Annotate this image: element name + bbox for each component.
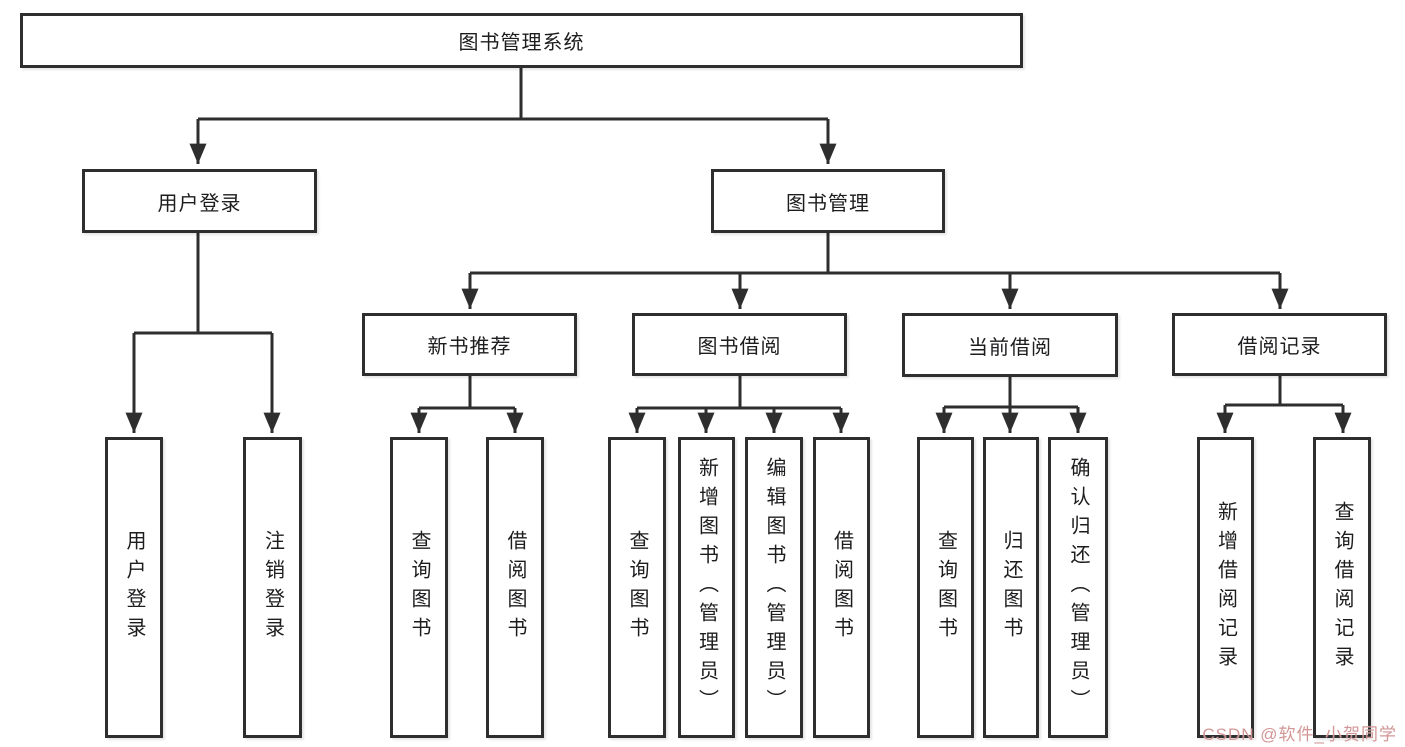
leaf-query-book-recommendation: 查询图书 <box>390 437 448 738</box>
leaf-logout-label: 注销登录 <box>261 529 284 646</box>
leaf-add-book-admin: 新增图书（管理员） <box>678 437 735 738</box>
leaf-borrow-book: 借阅图书 <box>813 437 870 738</box>
leaf-user-login: 用户登录 <box>105 437 163 738</box>
leaf-return-book-label: 归还图书 <box>1000 529 1022 646</box>
leaf-borrow-book-label: 借阅图书 <box>830 529 853 646</box>
node-user-login-label: 用户登录 <box>157 192 242 215</box>
leaf-return-book: 归还图书 <box>983 437 1039 738</box>
leaf-user-login-label: 用户登录 <box>123 529 145 646</box>
leaf-confirm-return-admin-label: 确认归还（管理员） <box>1067 457 1089 718</box>
node-root: 图书管理系统 <box>20 13 1023 68</box>
leaf-add-borrow-record-label: 新增借阅记录 <box>1214 500 1237 675</box>
node-root-label: 图书管理系统 <box>458 32 585 54</box>
node-borrowing-records-label: 借阅记录 <box>1237 336 1322 358</box>
leaf-query-book-current: 查询图书 <box>917 437 974 738</box>
leaf-confirm-return-admin: 确认归还（管理员） <box>1048 437 1108 738</box>
leaf-query-book-recommendation-label: 查询图书 <box>408 529 430 646</box>
node-current-borrowing: 当前借阅 <box>902 313 1118 377</box>
leaf-borrow-book-recommendation-label: 借阅图书 <box>504 529 526 646</box>
csdn-watermark: CSDN @软件_小贺同学 <box>1202 725 1397 744</box>
node-user-login: 用户登录 <box>82 169 317 233</box>
leaf-edit-book-admin: 编辑图书（管理员） <box>745 437 803 738</box>
leaf-logout: 注销登录 <box>243 437 302 738</box>
node-book-borrowing-label: 图书借阅 <box>697 336 782 358</box>
leaf-borrow-book-recommendation: 借阅图书 <box>486 437 544 738</box>
leaf-query-book-borrowing-label: 查询图书 <box>626 529 648 646</box>
node-book-borrowing: 图书借阅 <box>632 313 847 376</box>
node-new-book-recommendation: 新书推荐 <box>362 313 577 376</box>
leaf-query-book-borrowing: 查询图书 <box>608 437 666 738</box>
node-borrowing-records: 借阅记录 <box>1172 313 1387 376</box>
node-book-management: 图书管理 <box>711 169 945 233</box>
leaf-query-book-current-label: 查询图书 <box>934 529 957 646</box>
leaf-query-borrow-record: 查询借阅记录 <box>1313 437 1371 738</box>
leaf-query-borrow-record-label: 查询借阅记录 <box>1331 500 1353 675</box>
node-current-borrowing-label: 当前借阅 <box>968 336 1052 359</box>
leaf-edit-book-admin-label: 编辑图书（管理员） <box>763 457 785 718</box>
leaf-add-book-admin-label: 新增图书（管理员） <box>695 457 718 718</box>
node-new-book-recommendation-label: 新书推荐 <box>427 336 512 358</box>
leaf-add-borrow-record: 新增借阅记录 <box>1197 437 1254 738</box>
node-book-management-label: 图书管理 <box>786 192 870 215</box>
